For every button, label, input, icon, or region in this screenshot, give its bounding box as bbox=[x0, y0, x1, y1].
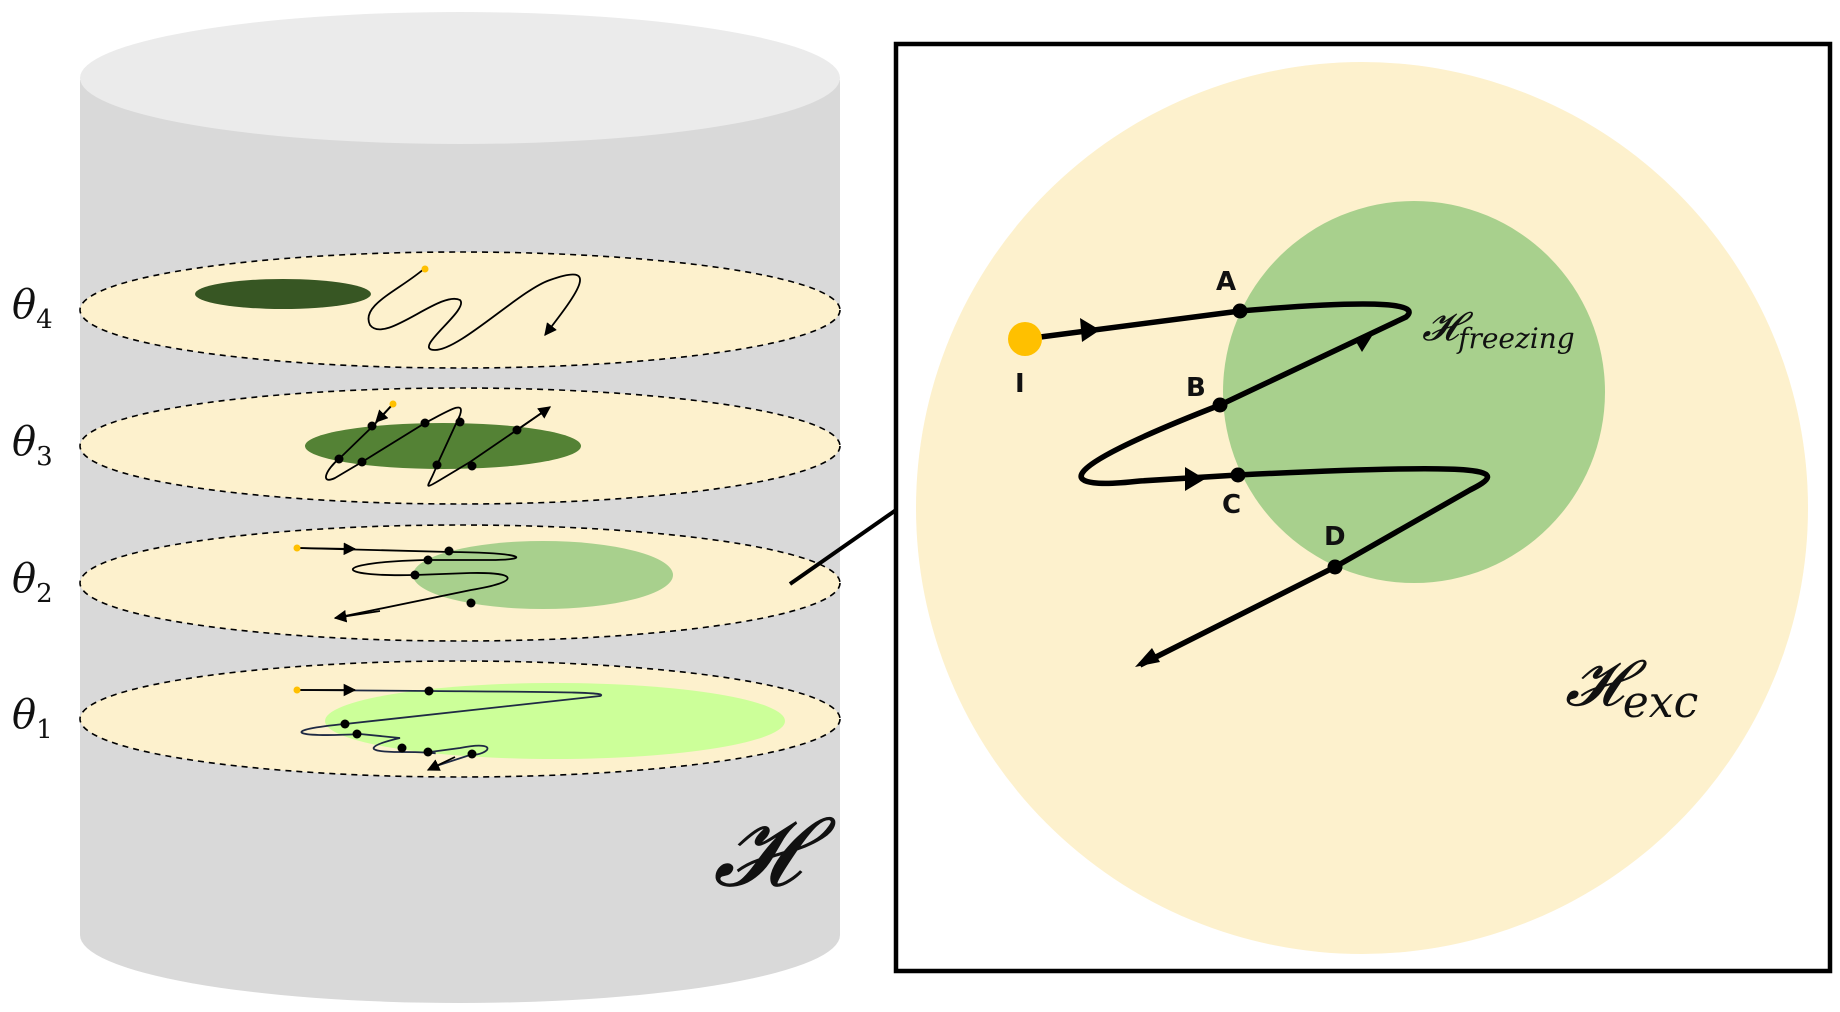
intersection-point bbox=[397, 743, 407, 753]
trajectory bbox=[325, 403, 550, 487]
intersection-point bbox=[466, 598, 476, 608]
intersection-point bbox=[467, 461, 477, 471]
direction-arrow bbox=[1135, 648, 1160, 667]
freezing-region bbox=[413, 541, 673, 609]
theta-labels: θ4 θ3 θ2 θ1 bbox=[12, 282, 53, 745]
intersection-point bbox=[512, 425, 522, 435]
start-point bbox=[293, 544, 301, 552]
trajectory bbox=[296, 689, 603, 769]
zoom-connector-line bbox=[788, 508, 898, 586]
label-A: A bbox=[1216, 267, 1236, 297]
label-D: D bbox=[1324, 522, 1346, 552]
freezing-region-label: 𝓗freezing bbox=[1422, 304, 1575, 355]
layer-theta-4 bbox=[79, 251, 841, 369]
theta-label-1: θ1 bbox=[12, 692, 53, 745]
label-B: B bbox=[1186, 373, 1206, 403]
intersection-point bbox=[423, 555, 433, 565]
direction-arrow bbox=[1185, 467, 1205, 491]
freezing-region bbox=[195, 279, 371, 309]
zoom-panel: I A B C D 𝓗freezing 𝓗exc bbox=[893, 41, 1833, 974]
intersection-point bbox=[467, 749, 477, 759]
freezing-region bbox=[1223, 201, 1605, 583]
start-point bbox=[421, 265, 429, 273]
start-point-I bbox=[1008, 322, 1042, 356]
label-C: C bbox=[1222, 490, 1241, 520]
direction-arrow bbox=[1080, 318, 1100, 342]
theta-label-2: θ2 bbox=[12, 556, 53, 609]
point-B bbox=[1212, 397, 1228, 413]
point-C bbox=[1230, 467, 1246, 483]
intersection-point bbox=[424, 686, 434, 696]
freezing-region bbox=[305, 423, 581, 469]
intersection-point bbox=[357, 457, 367, 467]
point-D bbox=[1327, 559, 1343, 575]
theta-label-4: θ4 bbox=[12, 282, 53, 335]
layer-disk bbox=[79, 251, 841, 369]
intersection-point bbox=[340, 719, 350, 729]
layer-theta-3 bbox=[79, 387, 841, 505]
label-I: I bbox=[1015, 369, 1025, 399]
freezing-region bbox=[325, 683, 785, 759]
intersection-point bbox=[455, 417, 465, 427]
start-point bbox=[293, 686, 301, 694]
theta-label-3: θ3 bbox=[12, 419, 53, 472]
trajectory bbox=[296, 547, 518, 618]
layer-theta-1 bbox=[79, 660, 841, 778]
intersection-point bbox=[423, 747, 433, 757]
intersection-point bbox=[334, 454, 344, 464]
intersection-point bbox=[432, 460, 442, 470]
intersection-point bbox=[444, 546, 454, 556]
trajectory bbox=[367, 267, 581, 351]
intersection-point bbox=[410, 570, 420, 580]
intersection-point bbox=[352, 729, 362, 739]
layer-theta-2 bbox=[79, 524, 841, 642]
start-point bbox=[389, 400, 397, 408]
trajectory bbox=[1024, 301, 1491, 668]
direction-arrow bbox=[1355, 336, 1372, 352]
point-A bbox=[1232, 303, 1248, 319]
cylinder-top bbox=[80, 12, 840, 144]
intersection-point bbox=[367, 421, 377, 431]
intersection-point bbox=[420, 418, 430, 428]
